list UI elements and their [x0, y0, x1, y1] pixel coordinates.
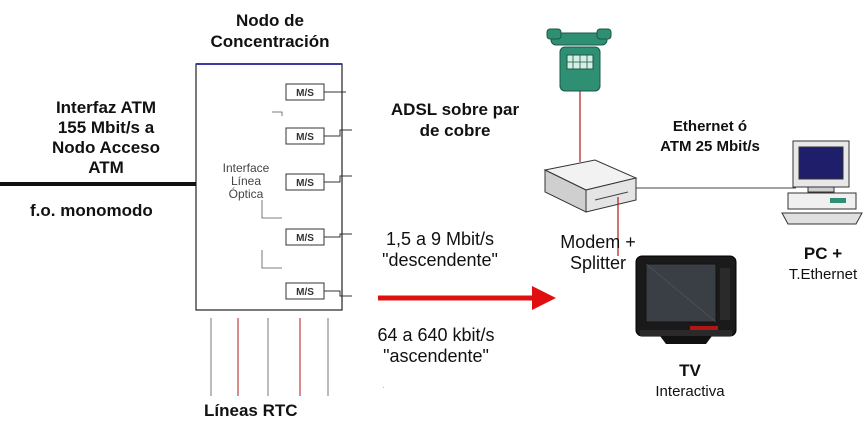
port-label-3: M/S	[296, 178, 314, 189]
upstream-line2: "ascendente"	[383, 346, 489, 366]
pc-label: PC + T.Ethernet	[778, 243, 868, 285]
node-title: Nodo de Concentración	[190, 10, 350, 52]
tv-line2: Interactiva	[655, 383, 725, 400]
atm-line2: 155 Mbit/s a	[57, 118, 155, 137]
tv-label: TV Interactiva	[630, 360, 750, 402]
port-brackets	[324, 91, 352, 297]
adsl-line1: ADSL sobre par	[390, 100, 520, 119]
port-label-5: M/S	[296, 287, 314, 298]
downstream-line1: 1,5 a 9 Mbit/s	[385, 229, 495, 249]
modem-icon	[543, 159, 638, 213]
rtc-lines	[210, 318, 329, 396]
upstream-label: 64 a 640 kbit/s "ascendente"	[352, 325, 520, 367]
downstream-arrow	[378, 286, 556, 310]
atm-line3: Nodo Acceso	[51, 138, 160, 157]
ethernet-line2: ATM 25 Mbit/s	[660, 138, 760, 155]
ethernet-line1: Ethernet ó	[672, 118, 748, 135]
pc-line1: PC +	[803, 244, 843, 263]
node-title-line1: Nodo de	[236, 11, 304, 30]
downstream-label: 1,5 a 9 Mbit/s "descendente"	[360, 229, 520, 271]
interface-line1: Interface	[222, 161, 270, 175]
ethernet-label: Ethernet ó ATM 25 Mbit/s	[648, 117, 772, 157]
telephone-icon	[546, 28, 612, 92]
port-label-1: M/S	[296, 88, 314, 99]
fiber-label: f.o. monomodo	[30, 201, 153, 220]
rtc-label: Líneas RTC	[204, 401, 298, 420]
adsl-label: ADSL sobre par de cobre	[370, 99, 540, 141]
tv-line1: TV	[679, 361, 701, 380]
port-label-4: M/S	[296, 233, 314, 244]
tv-icon	[635, 255, 737, 344]
atm-line1: Interfaz ATM	[55, 98, 157, 117]
modem-line1: Modem +	[560, 232, 636, 252]
interface-line2: Línea	[230, 174, 262, 188]
upstream-line1: 64 a 640 kbit/s	[377, 325, 495, 345]
adsl-line2: de cobre	[419, 121, 491, 140]
pc-icon	[781, 140, 863, 225]
atm-interface-label: Interfaz ATM 155 Mbit/s a Nodo Acceso AT…	[22, 98, 190, 178]
decor-dot: .	[382, 380, 385, 391]
atm-line4: ATM	[88, 158, 124, 177]
node-title-line2: Concentración	[210, 32, 330, 51]
internal-interface-lines	[261, 111, 283, 269]
port-label-2: M/S	[296, 132, 314, 143]
modem-line2: Splitter	[569, 253, 627, 273]
port-boxes	[285, 83, 325, 300]
interface-label: Interface Línea Óptica	[222, 162, 270, 201]
modem-label: Modem + Splitter	[550, 232, 646, 274]
pc-line2: T.Ethernet	[788, 266, 858, 283]
interface-line3: Óptica	[228, 187, 264, 201]
port-labels: M/S M/S M/S M/S M/S	[296, 88, 314, 298]
downstream-line2: "descendente"	[382, 250, 498, 270]
